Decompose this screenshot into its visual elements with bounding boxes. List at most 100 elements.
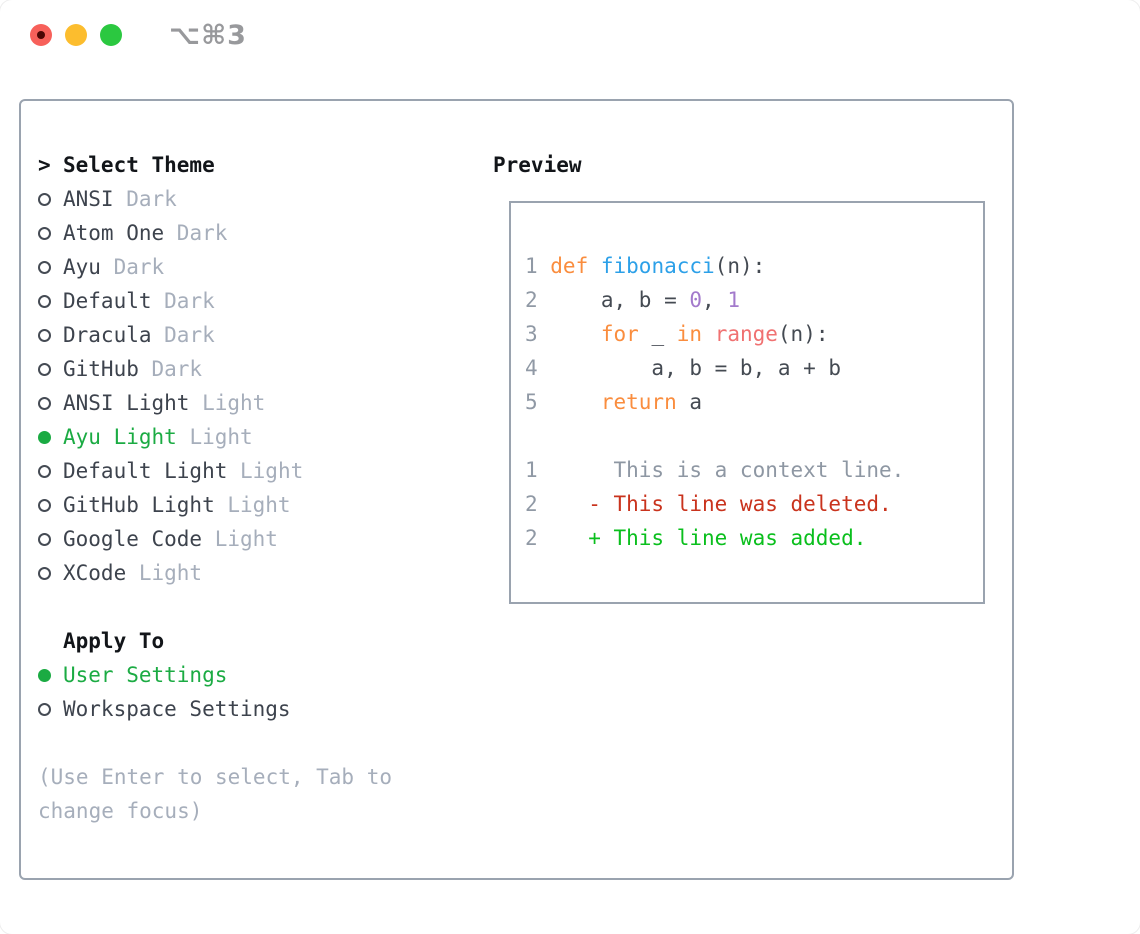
radio-icon bbox=[38, 566, 51, 580]
theme-variant: Dark bbox=[164, 221, 228, 245]
theme-name: Default Light bbox=[63, 459, 228, 483]
preview-heading-label: Preview bbox=[493, 153, 582, 177]
radio-icon bbox=[38, 396, 51, 410]
code-line: 5 return a bbox=[525, 385, 983, 419]
theme-item-github[interactable]: GitHub Dark bbox=[38, 352, 478, 386]
radio-icon bbox=[38, 362, 51, 376]
apply-option-workspace-settings[interactable]: Workspace Settings bbox=[38, 692, 478, 726]
theme-item-github-light[interactable]: GitHub Light Light bbox=[38, 488, 478, 522]
radio-icon bbox=[38, 702, 51, 716]
close-button[interactable] bbox=[30, 24, 52, 46]
theme-variant: Light bbox=[202, 527, 278, 551]
line-number: 5 bbox=[525, 390, 538, 414]
diff-line-added: 2 + This line was added. bbox=[525, 521, 983, 555]
theme-item-default[interactable]: Default Dark bbox=[38, 284, 478, 318]
theme-name: Dracula bbox=[63, 323, 152, 347]
theme-name: ANSI bbox=[63, 187, 114, 211]
line-number: 3 bbox=[525, 322, 538, 346]
spacer bbox=[38, 590, 478, 624]
apply-to-heading-label: Apply To bbox=[63, 629, 165, 653]
theme-name: Atom One bbox=[63, 221, 165, 245]
line-number: 1 bbox=[525, 458, 538, 482]
diff-preview: 1 This is a context line.2 - This line w… bbox=[525, 453, 983, 555]
line-number: 4 bbox=[525, 356, 538, 380]
code-text: for _ in range(n): bbox=[600, 322, 829, 346]
apply-option-label: User Settings bbox=[63, 663, 228, 687]
radio-icon bbox=[38, 328, 51, 342]
theme-variant: Dark bbox=[151, 289, 215, 313]
radio-selected-icon bbox=[38, 668, 51, 682]
theme-variant: Light bbox=[214, 493, 291, 517]
line-number: 2 bbox=[525, 288, 538, 312]
theme-name: GitHub Light bbox=[63, 493, 215, 517]
code-line: 4 a, b = b, a + b bbox=[525, 351, 983, 385]
theme-name: XCode bbox=[63, 561, 127, 585]
radio-icon bbox=[38, 260, 51, 274]
traffic-lights bbox=[30, 24, 122, 46]
diff-line-deleted: 2 - This line was deleted. bbox=[525, 487, 983, 521]
code-line: 3 for _ in range(n): bbox=[525, 317, 983, 351]
apply-to-heading: Apply To bbox=[38, 624, 478, 658]
theme-item-xcode[interactable]: XCode Light bbox=[38, 556, 478, 590]
diff-line-context: 1 This is a context line. bbox=[525, 453, 983, 487]
line-number: 1 bbox=[525, 254, 538, 278]
theme-item-atom-one[interactable]: Atom One Dark bbox=[38, 216, 478, 250]
titlebar: ⌥⌘3 bbox=[0, 0, 1140, 70]
code-text: a, b = b, a + b bbox=[550, 356, 842, 380]
maximize-button[interactable] bbox=[100, 24, 122, 46]
diff-text: - This line was deleted. bbox=[550, 492, 892, 516]
focus-caret-icon: > bbox=[38, 153, 51, 177]
theme-item-ayu-light[interactable]: Ayu Light Light bbox=[38, 420, 478, 454]
radio-icon bbox=[38, 294, 51, 308]
radio-icon bbox=[38, 226, 51, 240]
theme-name: ANSI Light bbox=[63, 391, 190, 415]
theme-name: Google Code bbox=[63, 527, 203, 551]
radio-icon bbox=[38, 498, 51, 512]
theme-item-ansi[interactable]: ANSI Dark bbox=[38, 182, 478, 216]
spacer bbox=[38, 726, 478, 760]
theme-item-ayu[interactable]: Ayu Dark bbox=[38, 250, 478, 284]
spacer bbox=[525, 419, 983, 453]
theme-variant: Light bbox=[176, 425, 253, 449]
select-theme-heading: > Select Theme bbox=[38, 148, 478, 182]
theme-item-default-light[interactable]: Default Light Light bbox=[38, 454, 478, 488]
theme-name: GitHub bbox=[63, 357, 139, 381]
theme-variant: Light bbox=[126, 561, 203, 585]
apply-option-user-settings[interactable]: User Settings bbox=[38, 658, 478, 692]
theme-name: Ayu Light bbox=[63, 425, 177, 449]
theme-variant: Light bbox=[189, 391, 266, 415]
theme-item-google-code[interactable]: Google Code Light bbox=[38, 522, 478, 556]
theme-variant: Light bbox=[227, 459, 304, 483]
code-text: a, b = 0, 1 bbox=[550, 288, 740, 312]
theme-variant: Dark bbox=[113, 187, 177, 211]
radio-icon bbox=[38, 192, 51, 206]
code-text: return a bbox=[600, 390, 703, 414]
hint-text: (Use Enter to select, Tab to change focu… bbox=[38, 765, 393, 823]
radio-icon bbox=[38, 532, 51, 546]
window-title: ⌥⌘3 bbox=[169, 19, 247, 51]
minimize-button[interactable] bbox=[65, 24, 87, 46]
code-line: 2 a, b = 0, 1 bbox=[525, 283, 983, 317]
theme-item-ansi-light[interactable]: ANSI Light Light bbox=[38, 386, 478, 420]
apply-option-label: Workspace Settings bbox=[63, 697, 291, 721]
close-dot-icon bbox=[37, 31, 45, 39]
theme-variant: Dark bbox=[138, 357, 203, 381]
theme-variant: Dark bbox=[100, 255, 165, 279]
line-number: 2 bbox=[525, 526, 538, 550]
diff-text: This is a context line. bbox=[550, 458, 905, 482]
theme-variant: Dark bbox=[151, 323, 215, 347]
theme-item-dracula[interactable]: Dracula Dark bbox=[38, 318, 478, 352]
radio-selected-icon bbox=[38, 430, 51, 444]
select-theme-heading-label: Select Theme bbox=[63, 153, 215, 177]
diff-text: + This line was added. bbox=[550, 526, 867, 550]
theme-name: Ayu bbox=[63, 255, 101, 279]
